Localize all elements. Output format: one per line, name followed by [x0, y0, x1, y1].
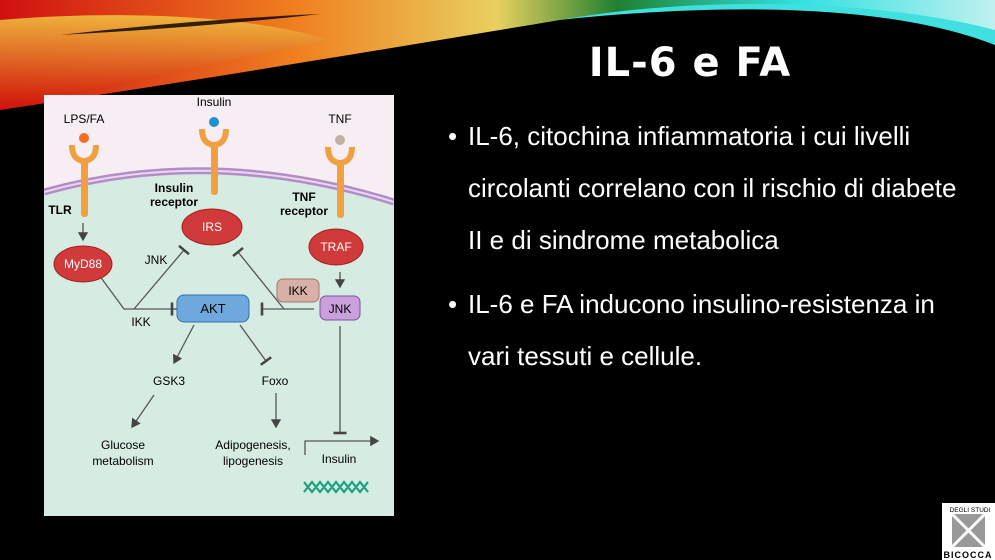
ikk-node: [276, 278, 320, 303]
insulin-signaling-diagram: LPS/FA Insulin TNF TLR Insulin receptor …: [44, 95, 394, 516]
foxo-label: Foxo: [262, 374, 289, 388]
insulin-receptor-label-2: receptor: [150, 195, 198, 209]
slide-title: IL-6 e FA: [588, 40, 792, 86]
bullet-item: • IL-6 e FA inducono insulino-resistenza…: [448, 278, 968, 382]
ikk-box-label: IKK: [288, 284, 307, 298]
svg-text:BICOCCA: BICOCCA: [944, 550, 993, 560]
insulin-receptor-label-1: Insulin: [155, 181, 194, 195]
adipogenesis-label-2: lipogenesis: [223, 454, 283, 468]
bullet-text: IL-6 e FA inducono insulino-resistenza i…: [468, 289, 935, 371]
irs-label: IRS: [202, 220, 222, 234]
jnk-node: [319, 295, 361, 321]
tnf-receptor-label-1: TNF: [292, 190, 315, 204]
bullet-marker: •: [448, 121, 458, 151]
insulin-gene-label: Insulin: [322, 452, 357, 466]
myd88-label: MyD88: [64, 257, 102, 271]
jnk-label: JNK: [145, 253, 168, 267]
glucose-label-1: Glucose: [101, 438, 145, 452]
bullet-marker: •: [448, 289, 458, 319]
traf-node: [308, 228, 364, 266]
insulin-receptor: [199, 117, 229, 195]
university-logo: DEGLI STUDI BICOCCA: [942, 503, 995, 560]
myd88-node: [53, 245, 113, 283]
akt-node: [176, 294, 250, 323]
svg-text:DEGLI STUDI: DEGLI STUDI: [950, 507, 991, 514]
akt-label: AKT: [200, 301, 225, 316]
bullet-item: • IL-6, citochina infiammatoria i cui li…: [448, 110, 968, 266]
decorative-swoosh: [0, 0, 995, 110]
dna-icon: [303, 480, 369, 494]
jnk-box-label: JNK: [329, 302, 352, 316]
tnf-receptor: [325, 135, 355, 218]
cytoplasm: [44, 170, 394, 516]
insulin-ligand-label: Insulin: [197, 95, 232, 109]
tlr-label: TLR: [48, 203, 72, 217]
tnf-label: TNF: [328, 112, 351, 126]
ikk-label: IKK: [131, 315, 150, 329]
tnf-receptor-label-2: receptor: [280, 204, 328, 218]
tlr-receptor: [69, 133, 99, 217]
bullet-list: • IL-6, citochina infiammatoria i cui li…: [448, 110, 968, 394]
irs-node: [181, 208, 243, 246]
lps-fa-label: LPS/FA: [64, 112, 105, 126]
bullet-text: IL-6, citochina infiammatoria i cui live…: [468, 121, 957, 255]
glucose-label-2: metabolism: [92, 454, 153, 468]
gsk3-label: GSK3: [153, 374, 185, 388]
adipogenesis-label-1: Adipogenesis,: [215, 438, 290, 452]
traf-label: TRAF: [320, 240, 351, 254]
